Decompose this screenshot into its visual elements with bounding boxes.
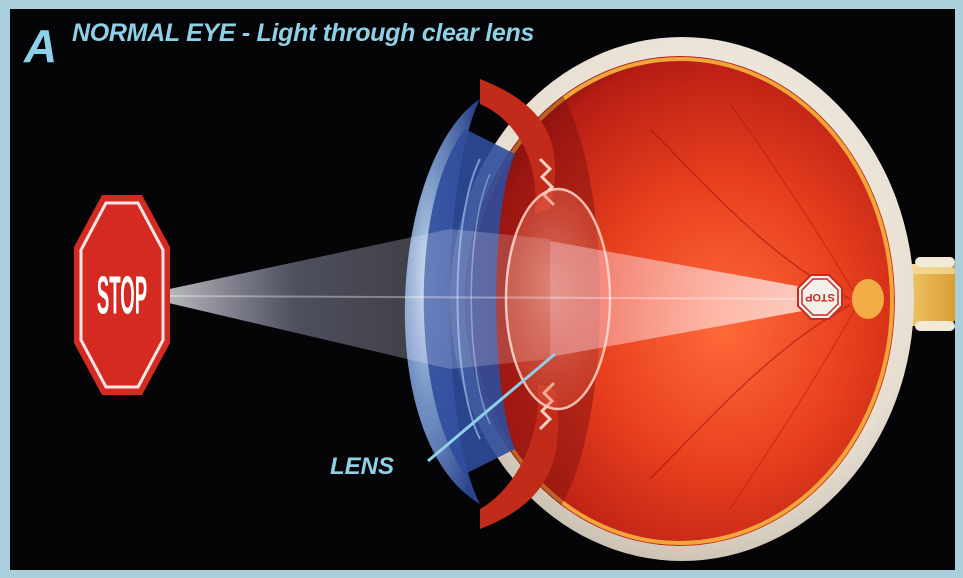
stop-sign: STOP (74, 195, 170, 395)
stop-sign-text: STOP (97, 264, 147, 326)
fovea (852, 279, 884, 319)
figure-panel: STOP STOP A NORMAL EYE - Light through c… (10, 9, 955, 570)
lens-label: LENS (330, 455, 394, 479)
figure-letter: A (24, 23, 57, 69)
retinal-image-text: STOP (805, 291, 835, 303)
retinal-image: STOP (798, 275, 842, 319)
eye-diagram: STOP STOP (10, 9, 955, 570)
figure-title: NORMAL EYE - Light through clear lens (72, 21, 534, 46)
